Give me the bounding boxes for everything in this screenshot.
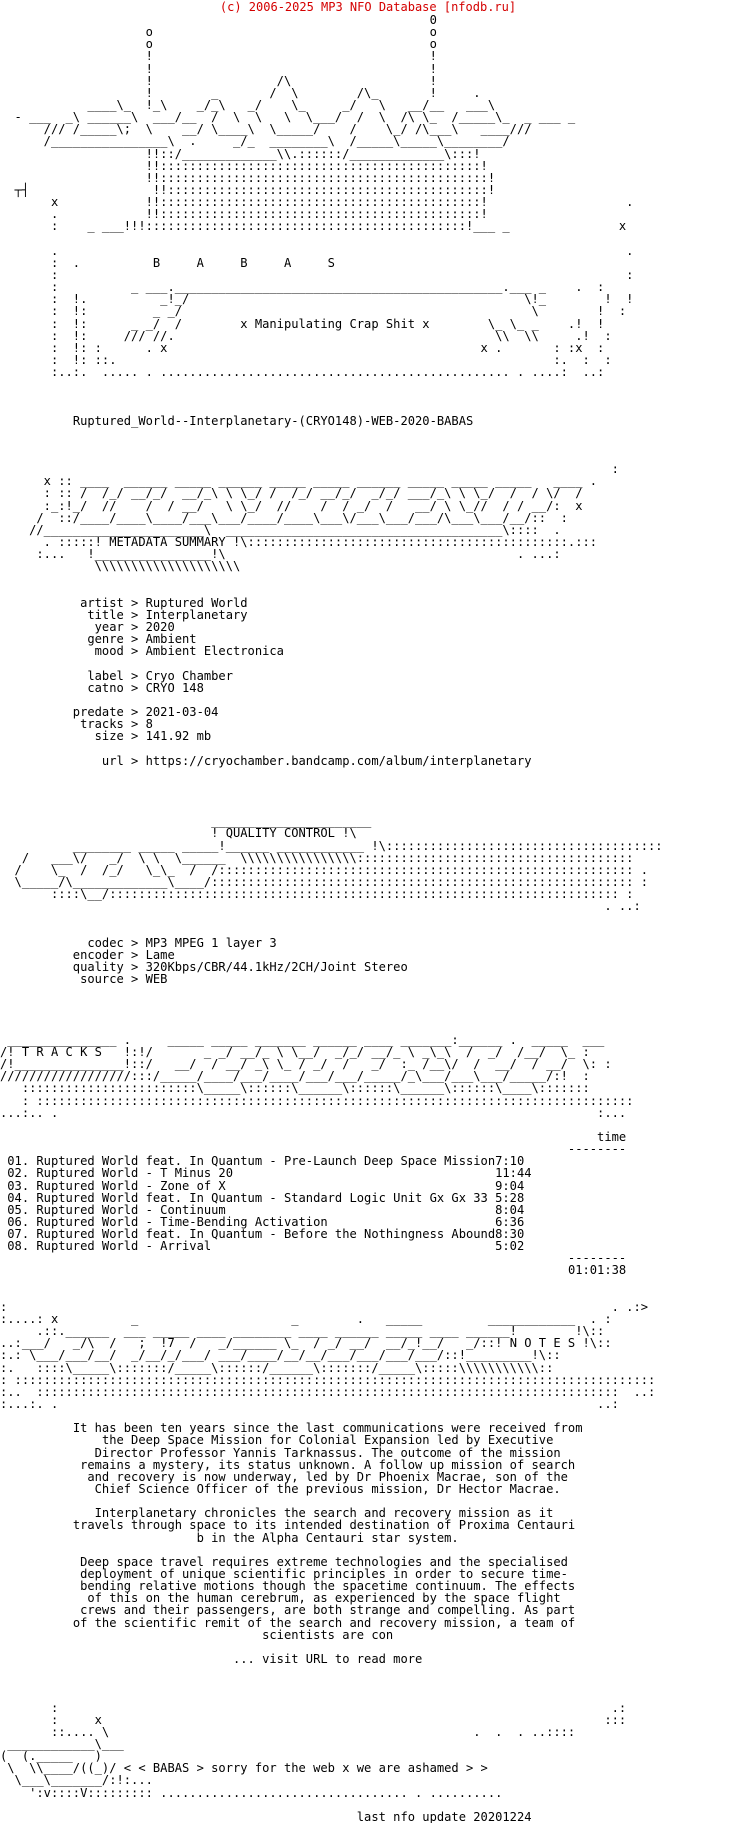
tracks-title: T R A C K S [21,1044,102,1059]
track-title: Ruptured World - Continuum [36,1202,496,1217]
meta-mood: Ambient Electronica [145,644,284,659]
meta-size: 141.92 mb [145,729,212,744]
meta-title: Interplanetary [145,607,248,622]
notes-line: Deep space travel requires extreme techn… [80,1554,568,1569]
quality-quality: 320Kbps/CBR/44.1kHz/2CH/Joint Stereo [145,959,408,974]
notes-line: the Deep Space Mission for Colonial Expa… [101,1433,554,1448]
notes-title: N O T E S [509,1336,576,1351]
track-title: Ruptured World feat. In Quantum - Pre-La… [36,1154,496,1169]
track-title: Ruptured World feat. In Quantum - Standa… [36,1190,496,1205]
notes-line: travels through space to its intended de… [72,1518,576,1533]
track-title: Ruptured World - Zone of X [36,1178,496,1193]
quality-codec: MP3 MPEG 1 layer 3 [145,935,277,950]
track-time: 8:04 [495,1202,525,1217]
track-number: 03. [7,1178,30,1193]
track-title: Ruptured World - T Minus 20 [36,1166,496,1181]
copyright-header: (c) 2006-2025 MP3 NFO Database [nfodb.ru… [219,0,517,14]
notes-line: It has been ten years since the last com… [72,1421,583,1436]
notes-line: Chief Science Officer of the previous mi… [94,1482,561,1497]
release-name: Ruptured_World--Interplanetary-(CRYO148)… [72,413,474,428]
notes-line: of the scientific remit of the search an… [72,1615,576,1630]
meta-label: Cryo Chamber [145,668,233,683]
notes-line: Director Professor Yannis Tarknassus. Th… [94,1445,561,1460]
meta-artist: Ruptured World [145,595,248,610]
track-number: 06. [7,1214,30,1229]
read-more: ... visit URL to read more [233,1651,423,1666]
meta-url: https://cryochamber.bandcamp.com/album/i… [145,753,532,768]
track-number: 01. [7,1154,30,1169]
track-number: 02. [7,1166,30,1181]
track-number: 05. [7,1202,30,1217]
meta-year: 2020 [145,620,175,635]
notes-line: and recovery is now underway, led by Dr … [87,1469,568,1484]
footer-message: < < BABAS > sorry for the web x we are a… [123,1761,488,1776]
meta-catno: CRYO 148 [145,680,204,695]
track-number: 04. [7,1190,30,1205]
meta-predate: 2021-03-04 [145,705,219,720]
notes-line: scientists are con [262,1627,394,1642]
track-title: Ruptured World feat. In Quantum - Before… [36,1227,496,1242]
track-time: 5:02 [495,1239,525,1254]
logo-letters: B A B A S [152,255,335,270]
track-number: 07. [7,1227,30,1242]
meta-tracks: 8 [145,717,153,732]
nfo-ascii-document: 0 o o o o ! ! [0,14,663,1823]
tagline: x Manipulating Crap Shit x [240,316,430,331]
metadata-title: METADATA SUMMARY [109,535,226,550]
meta-genre: Ambient [145,632,197,647]
notes-line: crews and their passengers, are both str… [80,1603,576,1618]
track-title: Ruptured World - Arrival [36,1239,496,1254]
time-header: time [597,1129,627,1144]
notes-line: of this on the human cerebrum, as experi… [87,1591,561,1606]
track-number: 08. [7,1239,30,1254]
quality-title: QUALITY CONTROL [225,826,335,841]
total-time: 01:01:38 [567,1263,627,1278]
track-time: 6:36 [495,1214,525,1229]
track-time: 7:10 [495,1154,525,1169]
track-time: 8:30 [495,1227,525,1242]
notes-line: b in the Alpha Centauri star system. [196,1530,459,1545]
notes-line: Interplanetary chronicles the search and… [94,1506,554,1521]
track-time: 5:28 [495,1190,525,1205]
quality-encoder: Lame [145,947,175,962]
quality-source: WEB [145,972,168,987]
notes-line: deployment of unique scientific principl… [80,1567,568,1581]
track-title: Ruptured World - Time-Bending Activation [36,1214,496,1229]
track-time: 9:04 [495,1178,525,1193]
notes-line: bending relative motions though the spac… [80,1579,576,1594]
notes-line: remains a mystery, its status unknown. A… [80,1457,576,1472]
track-time: 11:44 [495,1166,532,1181]
